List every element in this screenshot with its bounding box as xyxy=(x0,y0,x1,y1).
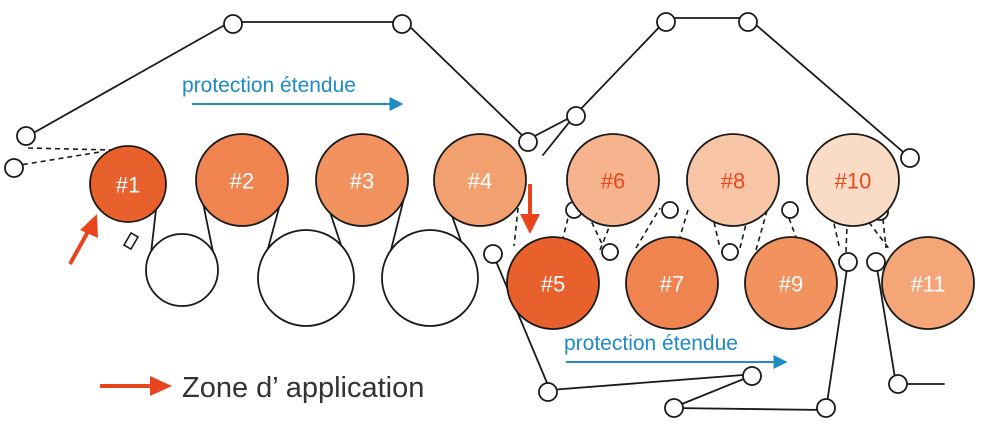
idler-bottom-2 xyxy=(742,366,762,386)
roller-5-disc xyxy=(506,236,600,330)
protection-label-top: protection étendue xyxy=(182,74,356,97)
roller-1: #1 xyxy=(89,145,167,223)
roller-6-label: #6 xyxy=(601,169,625,194)
blank-roller-2 xyxy=(257,229,355,327)
roller-5-label: #5 xyxy=(541,272,565,297)
idler-left-1 xyxy=(16,126,36,146)
roller-9: #9 xyxy=(744,236,838,330)
web-zigzag-dashed-2 xyxy=(583,205,841,251)
roller-4: #4 xyxy=(433,133,527,227)
roller-9-disc xyxy=(744,236,838,330)
idler-top-1 xyxy=(223,14,243,34)
roller-10-disc xyxy=(806,133,900,227)
application-arrow-roller-1-icon xyxy=(68,214,98,265)
idler-right-1 xyxy=(900,148,920,168)
roller-3-disc xyxy=(315,133,409,227)
roller-8-label: #8 xyxy=(721,169,745,194)
idler-low-5 xyxy=(866,252,886,272)
legend-label: Zone d’ application xyxy=(182,372,424,404)
roller-9-label: #9 xyxy=(779,272,803,297)
roller-3: #3 xyxy=(315,133,409,227)
roller-1-label: #1 xyxy=(116,173,140,198)
doctor-blade-icon xyxy=(122,231,140,251)
idler-left-2 xyxy=(4,158,24,178)
roller-2-disc xyxy=(195,133,289,227)
roller-11-label: #11 xyxy=(910,272,945,297)
idler-top-2 xyxy=(392,14,412,34)
roller-5: #5 xyxy=(506,236,600,330)
roller-8: #8 xyxy=(686,133,780,227)
idler-mid-1 xyxy=(518,132,538,152)
idler-z-2 xyxy=(661,201,679,219)
idler-bottom-1 xyxy=(538,382,558,402)
roller-2: #2 xyxy=(195,133,289,227)
idler-low-2 xyxy=(601,243,619,261)
idler-low-1 xyxy=(483,244,503,264)
roller-3-label: #3 xyxy=(350,169,374,194)
blank-roller-1 xyxy=(145,233,219,307)
idler-low-3 xyxy=(721,243,739,261)
web-entry-dashed xyxy=(13,151,101,167)
roller-4-label: #4 xyxy=(468,169,492,194)
roller-10: #10 xyxy=(806,133,900,227)
idler-top-4 xyxy=(738,12,758,32)
idler-exit xyxy=(888,374,908,394)
roller-6: #6 xyxy=(566,133,660,227)
idler-top-3 xyxy=(656,12,676,32)
web-entry-dashed-2 xyxy=(27,147,113,151)
web-lower-right-loop xyxy=(492,253,849,411)
legend: Zone d’ application xyxy=(100,372,424,404)
idler-bottom-4 xyxy=(816,398,836,418)
roller-7: #7 xyxy=(625,236,719,330)
roller-4-disc xyxy=(433,133,527,227)
idler-bottom-3 xyxy=(664,398,684,418)
roller-7-label: #7 xyxy=(660,272,684,297)
roller-11-disc xyxy=(881,236,975,330)
roller-6-disc xyxy=(566,133,660,227)
idler-mid-2 xyxy=(566,106,586,126)
idler-z-3 xyxy=(781,201,799,219)
application-arrow-roller-5-icon xyxy=(520,184,540,234)
idler-low-4 xyxy=(838,252,858,272)
blank-roller-3 xyxy=(381,229,479,327)
legend-arrow-head-icon xyxy=(150,376,172,396)
roller-8-disc xyxy=(686,133,780,227)
roller-1-disc xyxy=(89,145,167,223)
protection-label-bottom: protection étendue xyxy=(564,332,738,355)
roller-2-label: #2 xyxy=(230,169,254,194)
roller-10-label: #10 xyxy=(835,169,872,194)
roller-11: #11 xyxy=(881,236,975,330)
roller-7-disc xyxy=(625,236,719,330)
web-top-loop xyxy=(27,21,528,141)
